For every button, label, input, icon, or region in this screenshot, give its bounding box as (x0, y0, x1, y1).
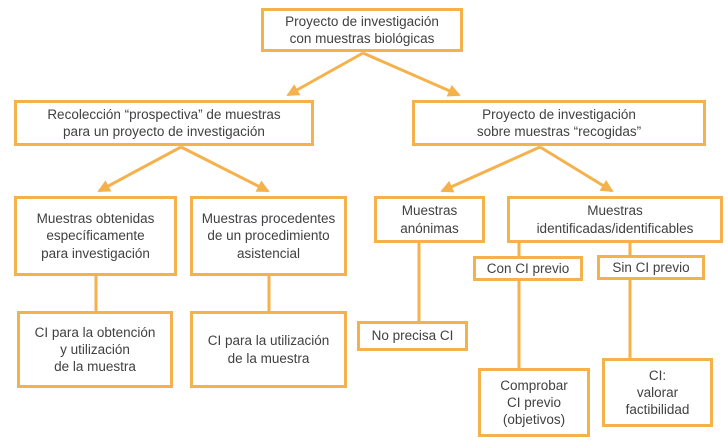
connector-root-to-prospectiva (286, 51, 364, 97)
node-muestras-obtenidas: Muestras obtenidas específicamente para … (14, 196, 177, 276)
connector-root-to-recogidas (362, 51, 461, 97)
connector-recogidas-to-identificadas (539, 145, 614, 193)
node-ci-valorar-factibilidad: CI: valorar factibilidad (602, 358, 713, 427)
connector-recogidas-to-anonimas (440, 145, 541, 193)
node-sin-ci-previo: Sin CI previo (597, 255, 705, 280)
node-proyecto-muestras-biologicas: Proyecto de investigación con muestras b… (261, 8, 463, 52)
connector-prospectiva-to-obtenidas (97, 145, 182, 193)
node-comprobar-ci-previo: Comprobar CI previo (objetivos) (478, 368, 590, 437)
node-ci-obtencion-utilizacion: CI para la obtención y utilización de la… (17, 311, 173, 388)
node-recoleccion-prospectiva: Recolección “prospectiva” de muestras pa… (14, 100, 314, 146)
node-no-precisa-ci: No precisa CI (357, 321, 468, 351)
node-proyecto-muestras-recogidas: Proyecto de investigación sobre muestras… (412, 100, 706, 146)
connector-prospectiva-to-procedentes (180, 145, 270, 193)
node-ci-utilizacion: CI para la utilización de la muestra (190, 311, 347, 388)
node-muestras-identificadas: Muestras identificadas/identificables (507, 196, 723, 243)
node-muestras-anonimas: Muestras anónimas (374, 196, 485, 243)
node-con-ci-previo: Con CI previo (473, 256, 583, 281)
node-muestras-procedentes: Muestras procedentes de un procedimiento… (190, 196, 347, 276)
